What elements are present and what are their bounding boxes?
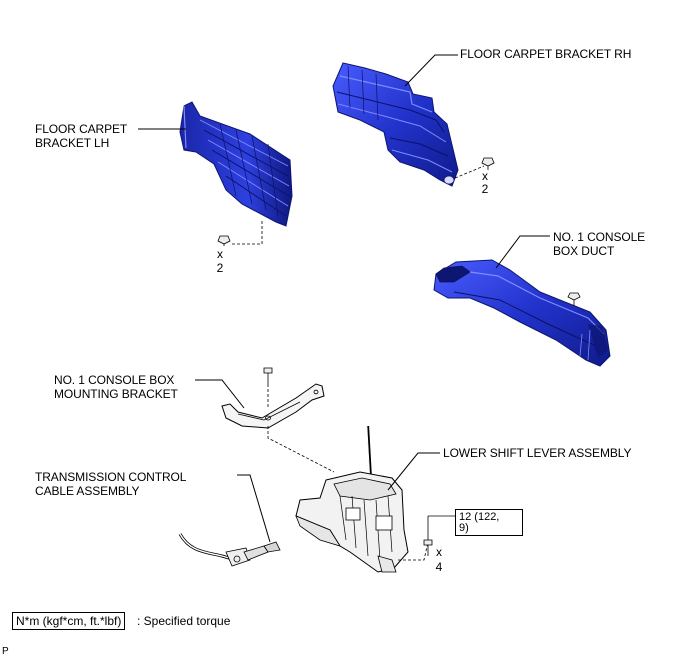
lower-shift-lever-assembly (295, 425, 409, 573)
leader-line-shift-lever (387, 452, 440, 491)
label-transmission-cable-line2: CABLE ASSEMBLY (35, 484, 140, 498)
legend-torque-unit-box: N*m (kgf*cm, ft.*lbf) (12, 612, 126, 630)
clip-icon-lh (217, 235, 231, 246)
label-lower-shift-lever: LOWER SHIFT LEVER ASSEMBLY (443, 446, 632, 460)
dashed-line-shift-bolt (398, 541, 429, 561)
qty-lh-count: 2 (216, 261, 224, 275)
footer-code: P (2, 646, 9, 657)
bolt-icon-shift (423, 539, 433, 556)
label-console-box-duct-line2: BOX DUCT (553, 244, 615, 258)
floor-carpet-bracket-rh (332, 62, 459, 187)
qty-rh-count: 2 (481, 182, 489, 196)
console-box-duct (433, 259, 611, 367)
label-floor-carpet-bracket-lh-line1: FLOOR CARPET (35, 122, 128, 136)
bolt-icon-bracket (263, 367, 273, 384)
leader-line-rh (404, 54, 458, 87)
leader-line-cable (237, 474, 271, 543)
qty-bolt-x: x (436, 545, 442, 559)
leader-line-duct (495, 235, 550, 269)
label-mounting-bracket-line2: MOUNTING BRACKET (54, 387, 178, 401)
dashed-line-rh-clip (454, 165, 485, 179)
qty-lh-x: x (217, 247, 223, 261)
qty-bolt-count: 4 (435, 560, 443, 574)
leader-line-mounting-bracket (195, 379, 245, 409)
torque-spec-box: 12 (122, 9) (455, 509, 523, 536)
label-floor-carpet-bracket-rh: FLOOR CARPET BRACKET RH (460, 47, 632, 61)
legend-description: : Specified torque (137, 614, 231, 628)
clip-icon-duct (567, 292, 581, 306)
qty-rh-x: x (482, 169, 488, 183)
transmission-control-cable-assembly (178, 533, 281, 567)
dashed-line-bracket-to-shift (267, 426, 335, 473)
label-floor-carpet-bracket-lh-line2: BRACKET LH (35, 136, 110, 150)
clip-icon-rh (481, 157, 495, 170)
label-transmission-cable-line1: TRANSMISSION CONTROL (35, 470, 187, 484)
label-console-box-duct-line1: NO. 1 CONSOLE (553, 230, 646, 244)
label-mounting-bracket-line1: NO. 1 CONSOLE BOX (54, 373, 175, 387)
floor-carpet-bracket-lh (179, 101, 293, 227)
dashed-line-lh-clip (232, 221, 263, 245)
console-box-mounting-bracket (221, 383, 325, 429)
